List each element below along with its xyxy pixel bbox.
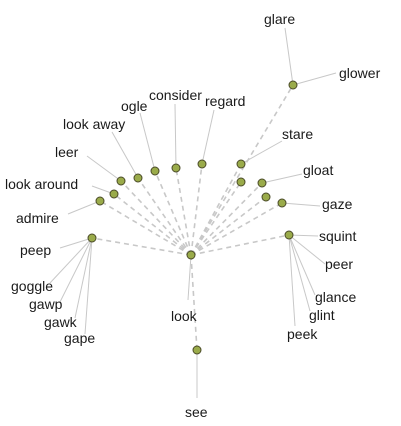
label-regard[interactable]: regard — [205, 93, 245, 109]
edge-center-look-label — [187, 254, 192, 301]
edge-gape-label — [84, 237, 93, 335]
edge-to-gaze-node — [190, 182, 263, 256]
edge-stare-label — [240, 140, 283, 165]
label-peek[interactable]: peek — [287, 326, 318, 342]
edge-to-left-cluster-node — [91, 237, 192, 256]
edge-peek-label — [288, 234, 296, 327]
edge-glower-label — [292, 72, 337, 86]
edge-consider-label — [174, 103, 177, 169]
edge-gawk-label — [74, 237, 93, 319]
gaze-node[interactable] — [257, 178, 267, 188]
glare-node[interactable] — [288, 80, 298, 90]
edge-to-gloat-node — [190, 181, 242, 256]
label-look[interactable]: look — [171, 308, 198, 324]
edge-to-regard-node — [190, 163, 203, 256]
admire-node[interactable] — [95, 196, 105, 206]
ogle-node[interactable] — [150, 166, 160, 176]
see-node[interactable] — [192, 345, 202, 355]
edge-ogle-label — [139, 112, 156, 172]
leer-node[interactable] — [116, 176, 126, 186]
label-gawp[interactable]: gawp — [29, 296, 63, 312]
edge-to-leer-node — [120, 180, 192, 256]
labels: glare glower consider ogle regard look a… — [5, 11, 381, 420]
edge-to-see-node — [190, 254, 198, 351]
label-gawk[interactable]: gawk — [44, 314, 78, 330]
label-goggle[interactable]: goggle — [11, 278, 53, 294]
label-glint[interactable]: glint — [309, 307, 335, 323]
look-away-node[interactable] — [133, 173, 143, 183]
label-ogle[interactable]: ogle — [121, 98, 148, 114]
label-glower[interactable]: glower — [339, 65, 381, 81]
squint-node[interactable] — [261, 192, 271, 202]
center-node[interactable] — [186, 250, 196, 260]
edge-look-away-label — [111, 131, 139, 179]
edge-admire-label — [67, 200, 101, 215]
peer-node[interactable] — [277, 198, 287, 208]
edge-peer-label — [288, 234, 326, 265]
label-see[interactable]: see — [185, 404, 208, 420]
label-look-away[interactable]: look away — [63, 116, 125, 132]
left-cluster-node[interactable] — [87, 233, 97, 243]
label-look-around[interactable]: look around — [5, 176, 78, 192]
edge-to-look-around-node — [113, 193, 192, 256]
gloat-node[interactable] — [236, 177, 246, 187]
edge-peep-label — [59, 237, 93, 249]
label-gaze[interactable]: gaze — [322, 196, 353, 212]
edge-to-consider-node — [175, 167, 192, 256]
edge-to-glare-node — [190, 84, 294, 256]
label-peer[interactable]: peer — [325, 256, 353, 272]
dashed-edges — [91, 84, 294, 351]
consider-node[interactable] — [171, 163, 181, 173]
label-consider[interactable]: consider — [149, 87, 202, 103]
label-admire[interactable]: admire — [16, 210, 59, 226]
edge-gawp-label — [59, 237, 93, 303]
label-gloat[interactable]: gloat — [303, 162, 333, 178]
edge-glint-label — [288, 234, 311, 312]
edge-gaze-label — [281, 202, 321, 207]
right-cluster-node[interactable] — [284, 230, 294, 240]
label-glare[interactable]: glare — [264, 11, 295, 27]
edge-to-ogle-node — [154, 170, 192, 256]
edge-gloat-label — [261, 173, 303, 184]
label-stare[interactable]: stare — [282, 126, 313, 142]
label-squint[interactable]: squint — [319, 228, 356, 244]
edge-to-squint-node — [190, 196, 267, 256]
edge-to-look-away-node — [137, 177, 192, 256]
edge-regard-label — [201, 109, 215, 165]
label-gape[interactable]: gape — [64, 330, 95, 346]
edge-glance-label — [288, 234, 316, 296]
regard-node[interactable] — [197, 159, 207, 169]
edge-glare-label — [284, 27, 294, 86]
label-glance[interactable]: glance — [315, 289, 356, 305]
label-leer[interactable]: leer — [55, 144, 79, 160]
stare-node[interactable] — [236, 159, 246, 169]
look-around-node[interactable] — [109, 189, 119, 199]
edge-leer-label — [86, 155, 122, 182]
nodes — [87, 80, 298, 355]
edge-goggle-label — [49, 237, 93, 284]
edge-squint-label — [288, 234, 319, 237]
label-peep[interactable]: peep — [20, 242, 51, 258]
edge-to-right-cluster-node — [190, 234, 290, 256]
